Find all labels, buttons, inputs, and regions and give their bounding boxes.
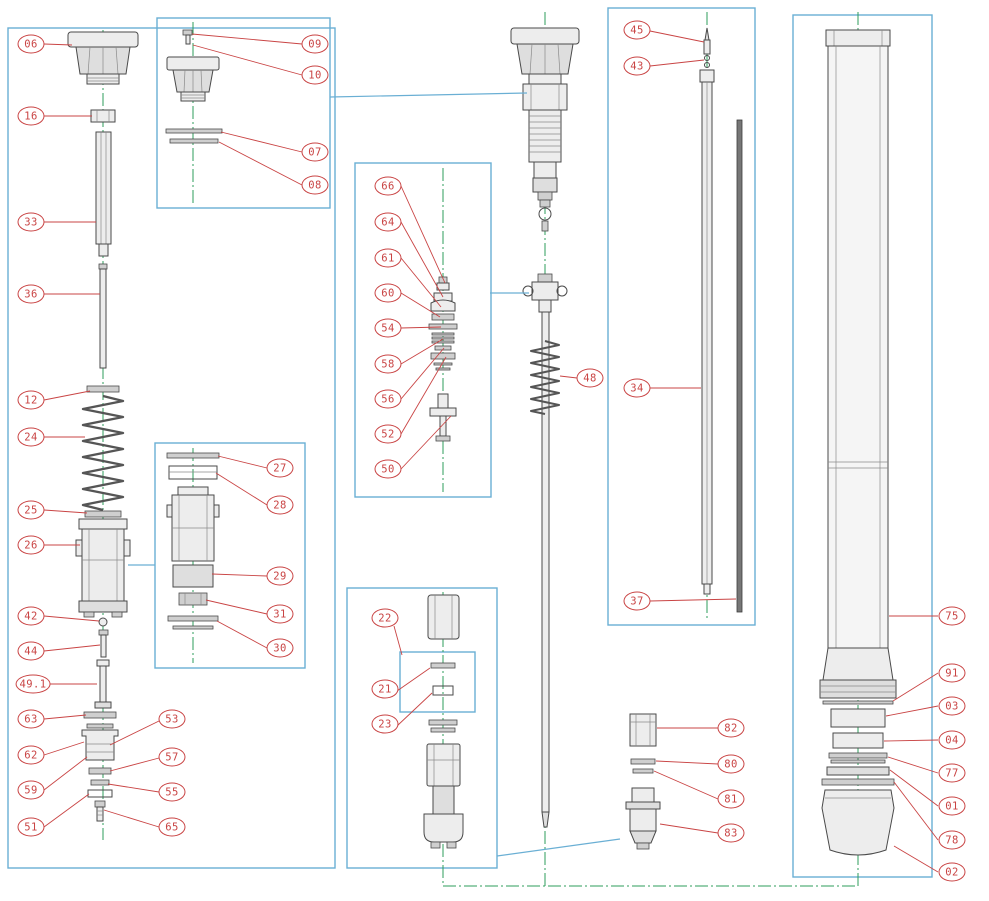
part-26-cartridge-body <box>75 518 131 618</box>
callout-65[interactable]: 65 <box>158 817 186 837</box>
callout-78[interactable]: 78 <box>938 830 966 850</box>
callout-28[interactable]: 28 <box>266 495 294 515</box>
callout-37[interactable]: 37 <box>623 591 651 611</box>
callout-29[interactable]: 29 <box>266 566 294 586</box>
detail-valve-stack-parts <box>428 276 458 442</box>
callout-58[interactable]: 58 <box>374 354 402 374</box>
callout-82[interactable]: 82 <box>717 718 745 738</box>
detail-box-left-assembly <box>7 27 336 869</box>
part-48-spring <box>530 340 560 415</box>
part-36-push-rod <box>98 263 108 369</box>
callout-66[interactable]: 66 <box>374 176 402 196</box>
callout-83[interactable]: 83 <box>717 823 745 843</box>
part-damper-rod <box>541 311 550 828</box>
callout-34[interactable]: 34 <box>623 378 651 398</box>
callout-63[interactable]: 63 <box>17 709 45 729</box>
callout-03[interactable]: 03 <box>938 696 966 716</box>
callout-25[interactable]: 25 <box>17 500 45 520</box>
callout-80[interactable]: 80 <box>717 754 745 774</box>
callout-60[interactable]: 60 <box>374 283 402 303</box>
callout-07[interactable]: 07 <box>301 142 329 162</box>
part-main-damper-top <box>510 27 580 232</box>
callout-06[interactable]: 06 <box>17 34 45 54</box>
detail-box-compression <box>346 587 498 869</box>
callout-52[interactable]: 52 <box>374 424 402 444</box>
callout-09[interactable]: 09 <box>301 34 329 54</box>
callout-36[interactable]: 36 <box>17 284 45 304</box>
box-connector-lines <box>128 92 621 857</box>
callout-53[interactable]: 53 <box>158 709 186 729</box>
callout-57[interactable]: 57 <box>158 747 186 767</box>
part-12-washer <box>86 385 120 393</box>
callout-44[interactable]: 44 <box>17 641 45 661</box>
callout-27[interactable]: 27 <box>266 458 294 478</box>
callout-04[interactable]: 04 <box>938 730 966 750</box>
detail-box-top-cap <box>156 17 331 209</box>
callout-56[interactable]: 56 <box>374 389 402 409</box>
part-24-main-spring <box>81 394 125 512</box>
callout-22[interactable]: 22 <box>371 608 399 628</box>
callout-26[interactable]: 26 <box>17 535 45 555</box>
callout-81[interactable]: 81 <box>717 789 745 809</box>
callout-48[interactable]: 48 <box>576 368 604 388</box>
callout-10[interactable]: 10 <box>301 65 329 85</box>
detail-box-compression-inner <box>399 651 476 713</box>
part-33-rebound-rod <box>95 131 112 257</box>
callout-49-1[interactable]: 49.1 <box>15 674 51 694</box>
part-25-washer <box>84 510 122 518</box>
part-51-65-seal-stack <box>81 711 119 822</box>
detail-box-rods <box>607 7 756 626</box>
callout-16[interactable]: 16 <box>17 106 45 126</box>
callout-54[interactable]: 54 <box>374 318 402 338</box>
callout-42[interactable]: 42 <box>17 606 45 626</box>
callout-12[interactable]: 12 <box>17 390 45 410</box>
detail-box-outer-tube <box>792 14 933 878</box>
callout-31[interactable]: 31 <box>266 604 294 624</box>
part-82-83-axle-parts <box>625 713 661 850</box>
callout-51[interactable]: 51 <box>17 817 45 837</box>
callout-08[interactable]: 08 <box>301 175 329 195</box>
callout-45[interactable]: 45 <box>623 20 651 40</box>
callout-55[interactable]: 55 <box>158 782 186 802</box>
callout-24[interactable]: 24 <box>17 427 45 447</box>
callout-leader-lines <box>43 30 939 873</box>
callout-62[interactable]: 62 <box>17 745 45 765</box>
detail-compression-parts <box>423 594 464 849</box>
part-34-needle-rod <box>699 27 715 595</box>
detail-top-cap-parts <box>165 29 223 144</box>
detail-box-valve-stack <box>354 162 492 498</box>
callout-64[interactable]: 64 <box>374 212 402 232</box>
callout-01[interactable]: 01 <box>938 796 966 816</box>
callout-50[interactable]: 50 <box>374 459 402 479</box>
callout-91[interactable]: 91 <box>938 663 966 683</box>
part-37-rod <box>736 119 743 613</box>
callout-75[interactable]: 75 <box>938 606 966 626</box>
callout-61[interactable]: 61 <box>374 248 402 268</box>
callout-23[interactable]: 23 <box>371 714 399 734</box>
detail-boxes <box>7 7 933 878</box>
part-16-spacer <box>90 109 116 123</box>
callout-59[interactable]: 59 <box>17 780 45 800</box>
detail-piston-parts <box>166 452 220 630</box>
callout-33[interactable]: 33 <box>17 212 45 232</box>
callout-02[interactable]: 02 <box>938 862 966 882</box>
part-75-outer-tube <box>819 29 897 699</box>
part-piston-head <box>522 273 568 313</box>
part-42-44-49-small-parts <box>94 617 112 709</box>
callout-21[interactable]: 21 <box>371 679 399 699</box>
part-06-fork-cap <box>67 31 139 85</box>
detail-box-piston <box>154 442 306 669</box>
callout-77[interactable]: 77 <box>938 763 966 783</box>
callout-43[interactable]: 43 <box>623 56 651 76</box>
part-seal-stack-right <box>821 700 895 856</box>
callout-30[interactable]: 30 <box>266 638 294 658</box>
